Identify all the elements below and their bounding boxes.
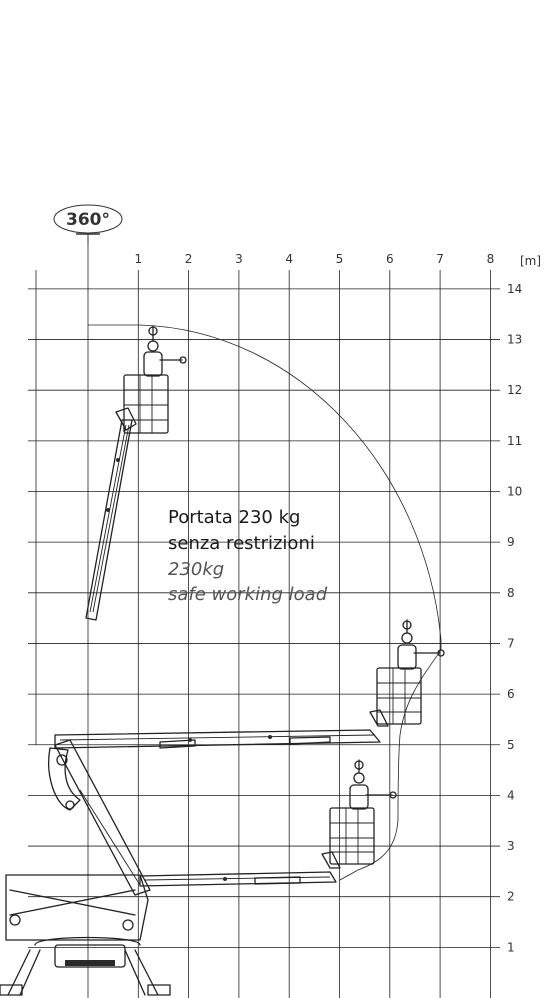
vertical-tick-label: 11 <box>507 434 522 448</box>
horizontal-tick-label: 4 <box>285 252 293 266</box>
horizontal-tick-label: 3 <box>235 252 243 266</box>
vertical-boom <box>85 407 137 621</box>
unit-label: [m] <box>520 254 541 268</box>
vertical-axis-ticks: 14 13 12 11 10 9 8 7 6 5 4 3 2 1 <box>507 282 522 954</box>
basket-middle <box>369 619 445 727</box>
grid-lines <box>28 240 500 998</box>
articulated-arm <box>48 739 151 896</box>
vertical-tick-label: 2 <box>507 890 515 904</box>
machine-drawing <box>0 325 445 996</box>
horizontal-axis-ticks: 1 2 3 4 5 6 7 8 <box>134 252 494 266</box>
vertical-tick-label: 4 <box>507 788 515 802</box>
vertical-tick-label: 12 <box>507 383 522 397</box>
rotation-360-badge: 360° <box>53 204 123 245</box>
basket-top <box>123 325 187 434</box>
vertical-tick-label: 6 <box>507 687 515 701</box>
vertical-tick-label: 3 <box>507 839 515 853</box>
svg-text:360°: 360° <box>66 210 110 230</box>
machine-base <box>0 874 171 996</box>
horizontal-boom-lower <box>139 871 337 887</box>
horizontal-tick-label: 2 <box>185 252 193 266</box>
horizontal-tick-label: 7 <box>436 252 444 266</box>
horizontal-tick-label: 5 <box>336 252 344 266</box>
horizontal-tick-label: 6 <box>386 252 394 266</box>
vertical-tick-label: 10 <box>507 485 522 499</box>
vertical-tick-label: 5 <box>507 738 515 752</box>
vertical-tick-label: 7 <box>507 636 515 650</box>
horizontal-tick-label: 1 <box>134 252 142 266</box>
load-text-line4: safe working load <box>168 584 328 605</box>
horizontal-tick-label: 8 <box>487 252 495 266</box>
load-text-line2: senza restrizioni <box>168 533 315 554</box>
basket-low <box>321 759 397 869</box>
vertical-tick-label: 8 <box>507 586 515 600</box>
vertical-tick-label: 13 <box>507 333 522 347</box>
horizontal-boom-upper <box>54 729 381 749</box>
load-text-line3: 230kg <box>168 559 224 580</box>
load-text-line1: Portata 230 kg <box>168 507 300 528</box>
vertical-tick-label: 9 <box>507 535 515 549</box>
vertical-tick-label: 14 <box>507 282 522 296</box>
load-text: Portata 230 kg senza restrizioni 230kg s… <box>168 507 328 605</box>
vertical-tick-label: 1 <box>507 940 515 954</box>
